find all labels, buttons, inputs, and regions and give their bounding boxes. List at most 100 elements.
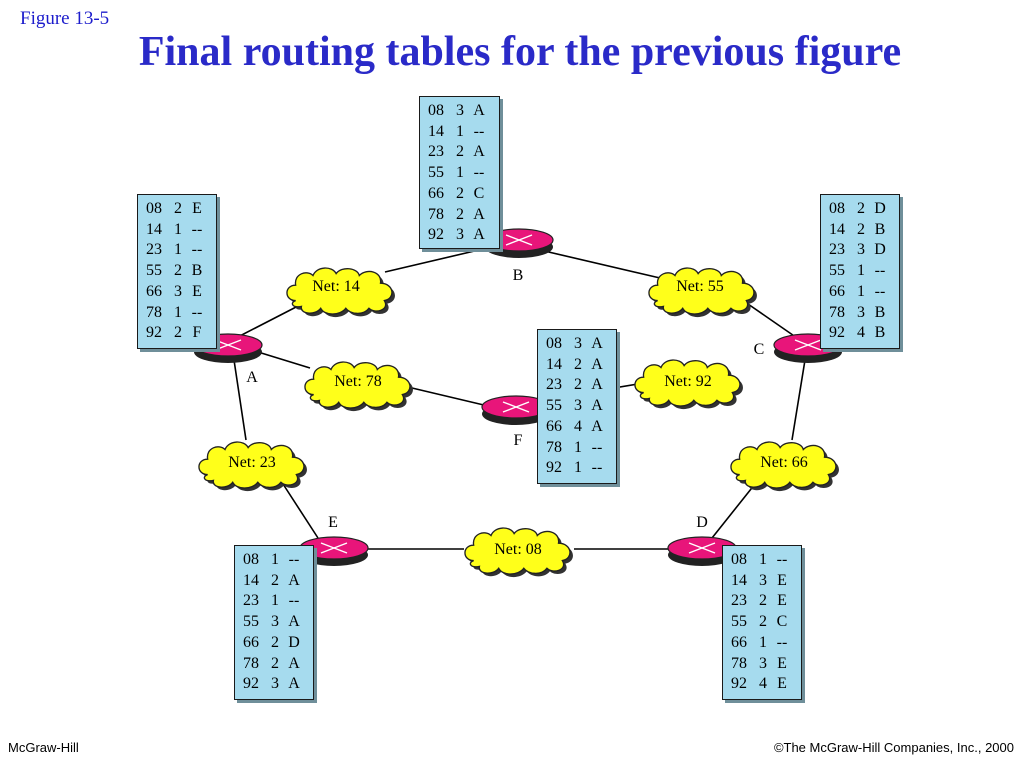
next-router: A bbox=[591, 376, 603, 394]
destination-net: 92 bbox=[243, 675, 259, 693]
destination-net: 14 bbox=[829, 220, 845, 238]
hop-count: 1 bbox=[456, 122, 464, 140]
destination-net: 66 bbox=[428, 184, 444, 202]
destination-net: 23 bbox=[731, 592, 747, 610]
router-b-icon bbox=[505, 234, 533, 246]
destination-net: 92 bbox=[546, 459, 562, 477]
hop-count: 3 bbox=[456, 226, 464, 244]
destination-net: 66 bbox=[146, 282, 162, 300]
next-router: E bbox=[777, 654, 787, 672]
destination-net: 92 bbox=[731, 675, 747, 693]
destination-net: 14 bbox=[428, 122, 444, 140]
destination-net: 14 bbox=[243, 571, 259, 589]
router-d-icon bbox=[688, 542, 716, 554]
hop-count: 1 bbox=[857, 262, 865, 280]
destination-net: 14 bbox=[731, 571, 747, 589]
hop-count: 2 bbox=[174, 324, 182, 342]
destination-net: 14 bbox=[146, 220, 162, 238]
net08-label: Net: 08 bbox=[494, 541, 542, 558]
net92-label: Net: 92 bbox=[664, 373, 712, 390]
next-router: A bbox=[591, 355, 603, 373]
destination-net: 66 bbox=[243, 633, 259, 651]
net78-label: Net: 78 bbox=[334, 373, 382, 390]
destination-net: 08 bbox=[243, 551, 259, 568]
router-c-icon bbox=[794, 339, 822, 351]
link-A-net23 bbox=[233, 359, 247, 441]
next-router: C bbox=[776, 613, 788, 631]
hop-count: 1 bbox=[271, 551, 279, 568]
next-router: A bbox=[591, 417, 603, 435]
link-net14-B bbox=[384, 244, 501, 273]
next-router: F bbox=[192, 324, 202, 342]
next-router: -- bbox=[288, 592, 300, 610]
hop-count: 1 bbox=[574, 459, 582, 477]
hop-count: 1 bbox=[759, 551, 767, 568]
destination-net: 78 bbox=[243, 654, 259, 672]
next-router: E bbox=[192, 200, 202, 217]
next-router: A bbox=[288, 613, 300, 631]
net55-label: Net: 55 bbox=[676, 278, 724, 295]
next-router: E bbox=[777, 571, 787, 589]
router-D-label: D bbox=[696, 514, 708, 531]
destination-net: 78 bbox=[146, 303, 162, 321]
destination-net: 08 bbox=[829, 200, 845, 217]
hop-count: 4 bbox=[857, 324, 865, 342]
footer-publisher: McGraw-Hill bbox=[8, 740, 79, 755]
next-router: B bbox=[874, 220, 886, 238]
next-router: -- bbox=[191, 303, 203, 321]
destination-net: 66 bbox=[829, 282, 845, 300]
hop-count: 1 bbox=[271, 592, 279, 610]
next-router: A bbox=[288, 654, 300, 672]
hop-count: 3 bbox=[574, 397, 582, 415]
hop-count: 3 bbox=[574, 335, 582, 352]
net23-label: Net: 23 bbox=[228, 454, 276, 471]
hop-count: 3 bbox=[174, 282, 182, 300]
next-router: B bbox=[874, 303, 886, 321]
router-f-icon bbox=[502, 401, 530, 413]
hop-count: 2 bbox=[271, 571, 279, 589]
next-router: A bbox=[473, 102, 485, 119]
router-C-label: C bbox=[754, 341, 765, 358]
next-router: D bbox=[874, 241, 886, 259]
hop-count: 3 bbox=[271, 675, 279, 693]
next-router: A bbox=[591, 397, 603, 415]
hop-count: 2 bbox=[857, 200, 865, 217]
next-router: -- bbox=[874, 262, 886, 280]
hop-count: 4 bbox=[759, 675, 767, 693]
destination-net: 08 bbox=[428, 102, 444, 119]
destination-net: 55 bbox=[546, 397, 562, 415]
next-router: E bbox=[777, 592, 787, 610]
destination-net: 23 bbox=[546, 376, 562, 394]
router-B: B bbox=[484, 228, 554, 284]
destination-net: 92 bbox=[428, 226, 444, 244]
destination-net: 08 bbox=[146, 200, 162, 217]
cloud-net08: Net: 08 bbox=[464, 527, 573, 578]
next-router: D bbox=[874, 200, 886, 217]
destination-net: 23 bbox=[146, 241, 162, 259]
next-router: E bbox=[777, 675, 787, 693]
page-title: Final routing tables for the previous fi… bbox=[138, 29, 902, 75]
cloud-net78: Net: 78 bbox=[304, 361, 413, 412]
